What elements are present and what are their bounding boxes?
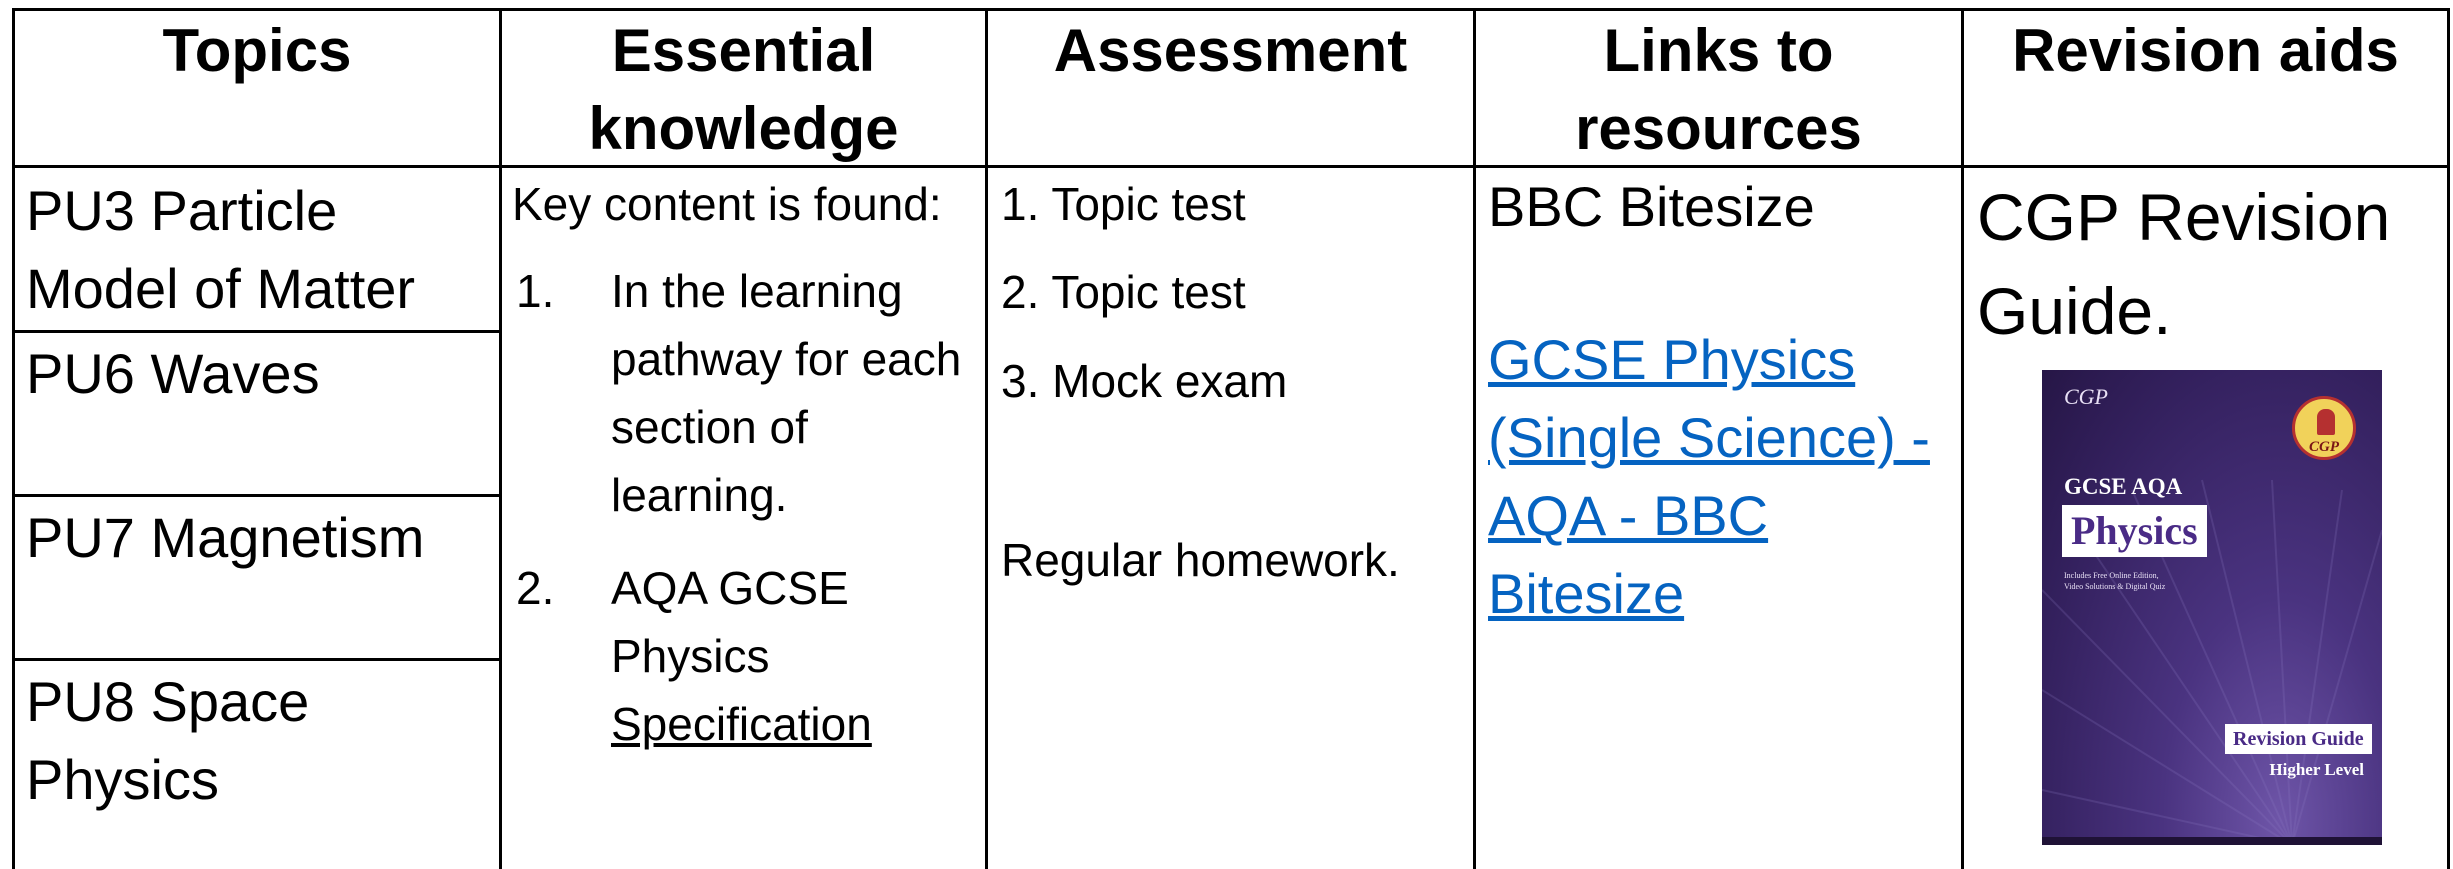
essential-item-1-text: In the learning pathway for each section… — [611, 265, 962, 521]
header-topics: Topics — [15, 12, 499, 90]
book-guide-label: Revision Guide — [2233, 728, 2364, 750]
topic-divider-2 — [12, 494, 501, 497]
assessment-item-2-text: 2. Topic test — [1001, 266, 1246, 318]
assessment-homework: Regular homework. — [1001, 526, 1471, 594]
table-border-top — [12, 8, 2450, 11]
header-separator — [12, 165, 2450, 168]
topic-pu6: PU6 Waves — [26, 342, 320, 405]
topic-divider-3 — [12, 658, 501, 661]
header-assessment-label: Assessment — [1053, 17, 1408, 84]
links-title: BBC Bitesize — [1488, 168, 1958, 246]
book-subject: Physics — [2071, 508, 2198, 553]
book-publisher: CGP — [2064, 384, 2108, 409]
bbc-bitesize-link[interactable]: GCSE Physics (Single Science) - AQA - BB… — [1488, 328, 1930, 625]
header-revision-label: Revision aids — [2012, 17, 2399, 84]
essential-item-1-number: 1. — [516, 265, 555, 317]
header-topics-label: Topics — [162, 17, 352, 84]
header-essential-knowledge: Essential knowledge — [502, 12, 985, 168]
assessment-item-1-text: 1. Topic test — [1001, 178, 1246, 230]
topic-cell-pu7: PU7 Magnetism — [26, 499, 496, 577]
assessment-item-1: 1. Topic test — [1001, 170, 1471, 238]
topic-pu7: PU7 Magnetism — [26, 506, 425, 569]
topic-cell-pu8: PU8 Space Physics — [26, 663, 496, 819]
assessment-item-3-text: 3. Mock exam — [1001, 355, 1288, 407]
essential-item-2-line1: AQA GCSE — [611, 562, 849, 614]
topic-cell-pu3: PU3 Particle Model of Matter — [26, 172, 496, 328]
essential-intro-text: Key content is found: — [512, 178, 942, 230]
essential-item-2: 2. AQA GCSE Physics Specification — [516, 554, 981, 774]
book-badge: CGP — [2292, 396, 2356, 460]
header-links-line1: Links to — [1603, 17, 1834, 84]
book-level: Higher Level — [2269, 760, 2364, 779]
book-badge-label: CGP — [2309, 439, 2339, 455]
revision-title: CGP Revision Guide. — [1977, 170, 2437, 358]
book-bottom-stripe — [2042, 837, 2382, 845]
essential-item-2-number: 2. — [516, 562, 555, 614]
col-divider-3 — [1473, 8, 1476, 869]
header-essential-line1: Essential — [611, 17, 876, 84]
assessment-item-3: 3. Mock exam — [1001, 347, 1471, 415]
header-revision-aids: Revision aids — [1964, 12, 2447, 90]
col-divider-4 — [1961, 8, 1964, 869]
header-assessment: Assessment — [988, 12, 1473, 90]
header-essential-line2: knowledge — [588, 95, 899, 162]
book-blurb: Includes Free Online Edition, Video Solu… — [2064, 570, 2165, 592]
assessment-homework-text: Regular homework. — [1001, 534, 1400, 586]
links-title-text: BBC Bitesize — [1488, 175, 1815, 238]
topic-pu8: PU8 Space Physics — [26, 670, 310, 811]
col-divider-1 — [499, 8, 502, 869]
essential-intro: Key content is found: — [512, 170, 984, 238]
header-links: Links to resources — [1476, 12, 1961, 168]
book-series: GCSE AQA — [2064, 474, 2183, 499]
book-guide-label-box: Revision Guide — [2225, 724, 2372, 754]
header-links-line2: resources — [1575, 95, 1862, 162]
book-blurb-line1: Includes Free Online Edition, — [2064, 571, 2159, 580]
essential-item-2-line2: Physics — [611, 630, 770, 682]
book-subject-box: Physics — [2062, 505, 2207, 557]
revision-title-text: CGP Revision Guide. — [1977, 180, 2391, 348]
assessment-item-2: 2. Topic test — [1001, 258, 1471, 326]
topic-pu3: PU3 Particle Model of Matter — [26, 179, 416, 320]
book-cover: CGP CGP GCSE AQA Physics Includes Free O… — [2042, 370, 2382, 845]
book-blurb-line2: Video Solutions & Digital Quiz — [2064, 582, 2166, 591]
col-divider-2 — [985, 8, 988, 869]
table-border-left — [12, 8, 15, 869]
essential-item-1: 1. In the learning pathway for each sect… — [516, 257, 981, 537]
book-rays-graphic — [2042, 479, 2382, 845]
topic-cell-pu6: PU6 Waves — [26, 335, 496, 413]
links-cell: GCSE Physics (Single Science) - AQA - BB… — [1488, 321, 1948, 633]
topic-divider-1 — [12, 330, 501, 333]
badge-figure-icon — [2317, 409, 2335, 435]
table-border-right — [2447, 8, 2450, 869]
specification-link[interactable]: Specification — [611, 698, 872, 750]
